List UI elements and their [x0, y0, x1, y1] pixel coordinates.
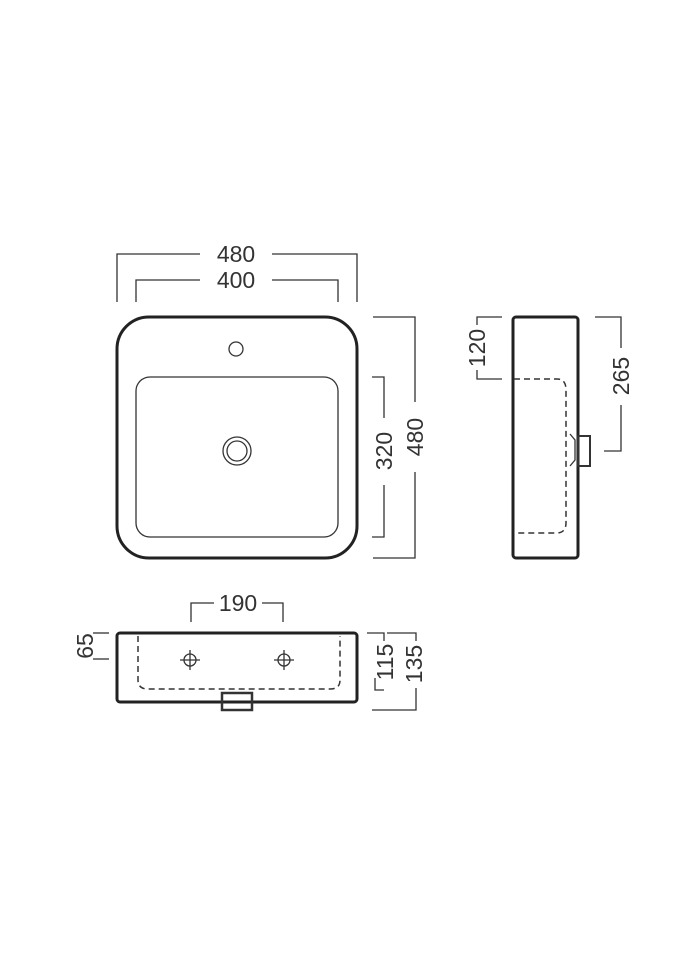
- dim-overflow-position: 265: [608, 357, 634, 395]
- overflow-detail: [569, 433, 576, 467]
- basin-outline: [115, 315, 359, 560]
- dim-line: [367, 632, 385, 641]
- dim-tap-height: 65: [72, 633, 98, 659]
- dim-line: [476, 316, 502, 325]
- dim-overall-width: 480: [217, 241, 255, 267]
- hidden-bowl-line: [137, 636, 341, 690]
- dim-basin-width: 400: [217, 267, 255, 293]
- dim-tap-to-bowl: 120: [464, 329, 490, 367]
- dim-line: [595, 316, 622, 348]
- dim-line: [373, 316, 416, 402]
- dim-line: [262, 602, 284, 622]
- tap-hole-left-icon: [180, 650, 200, 670]
- dim-body-height: 115: [372, 644, 398, 681]
- overflow-icon: [577, 435, 591, 467]
- dim-line: [272, 253, 358, 302]
- front-view: 190 65 115 135: [72, 590, 427, 712]
- dim-line: [373, 472, 416, 559]
- bowl-outline: [135, 376, 339, 538]
- drain-outer-icon: [222, 436, 252, 466]
- dim-line: [374, 678, 384, 691]
- dim-line: [372, 688, 417, 711]
- side-view: 120 265: [464, 315, 634, 560]
- dim-total-height: 135: [401, 645, 427, 683]
- tap-hole-icon: [228, 341, 244, 357]
- top-view: 480 400 480 320: [115, 241, 428, 560]
- dim-tap-hole-spacing: 190: [219, 590, 257, 616]
- tap-hole-right-icon: [274, 650, 294, 670]
- dim-line: [372, 485, 385, 538]
- dim-line: [190, 602, 214, 622]
- drain-outlet: [220, 691, 254, 712]
- dim-line: [272, 279, 339, 302]
- dim-overall-depth: 480: [402, 418, 428, 456]
- drain-inner-icon: [226, 440, 248, 462]
- dim-line: [372, 376, 385, 418]
- side-outline: [511, 315, 580, 560]
- dim-basin-depth: 320: [371, 432, 397, 470]
- hidden-bowl-line: [514, 378, 567, 534]
- dim-line: [116, 253, 200, 302]
- front-outline: [115, 631, 359, 704]
- dim-line: [476, 370, 502, 380]
- dim-line: [135, 279, 200, 302]
- dim-line: [604, 405, 622, 452]
- dim-line: [387, 632, 417, 641]
